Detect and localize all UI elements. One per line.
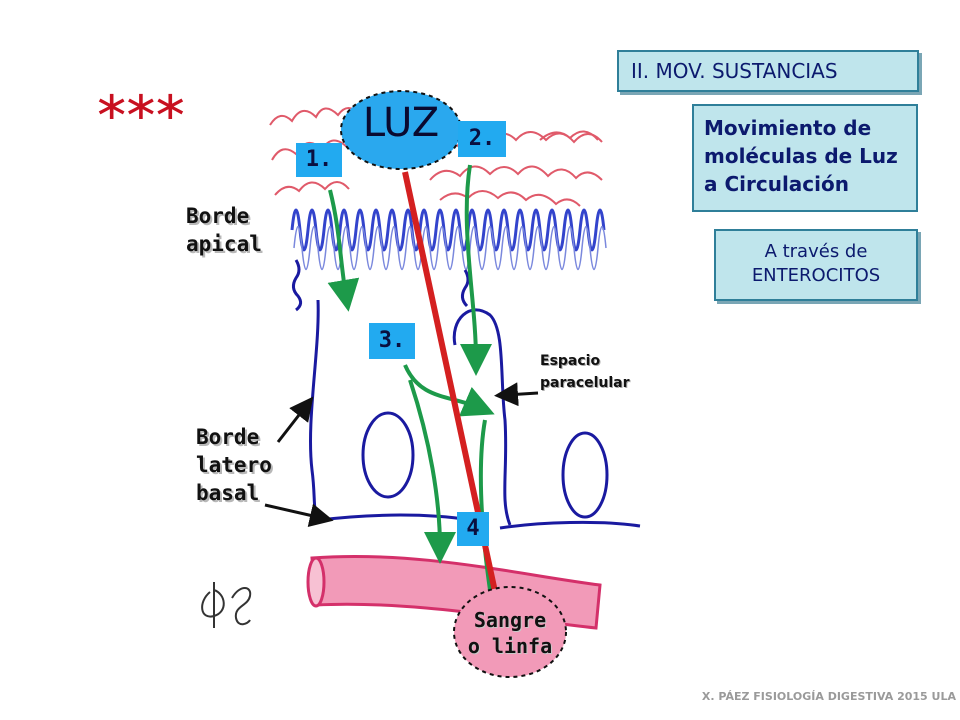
transport-pathways xyxy=(327,164,495,591)
microvilli-shadow xyxy=(293,225,607,271)
paracellular-space-label: Espacio paracelular xyxy=(540,353,630,391)
apical-border-label: Borde apical xyxy=(186,204,262,256)
handwritten-mark xyxy=(201,582,252,628)
nucleus-left xyxy=(361,411,415,499)
blood-label: Sangre o linfa xyxy=(467,608,553,658)
basolateral-border-label: Borde latero basal xyxy=(196,425,272,505)
description-box: Movimiento de moléculas de Luz a Circula… xyxy=(692,104,918,212)
blood-vessel-end xyxy=(306,556,326,608)
pointer-arrows xyxy=(264,382,539,528)
lumen-label: LUZ xyxy=(362,100,440,146)
step-4-badge: 4 xyxy=(457,512,489,546)
nucleus-right xyxy=(561,431,609,519)
microvilli xyxy=(290,208,606,252)
stars-mark: *** xyxy=(97,84,185,149)
step-1-badge: 1. xyxy=(296,143,342,177)
route-box: A través de ENTEROCITOS xyxy=(714,229,918,301)
footer-credit: X. PÁEZ FISIOLOGÍA DIGESTIVA 2015 ULA xyxy=(701,690,956,703)
blood-ellipse xyxy=(453,586,567,678)
step-2-badge: 2. xyxy=(458,121,506,157)
cell-membranes xyxy=(291,259,641,530)
step-3-badge: 3. xyxy=(369,323,415,359)
section-tag: II. MOV. SUSTANCIAS xyxy=(617,50,919,92)
